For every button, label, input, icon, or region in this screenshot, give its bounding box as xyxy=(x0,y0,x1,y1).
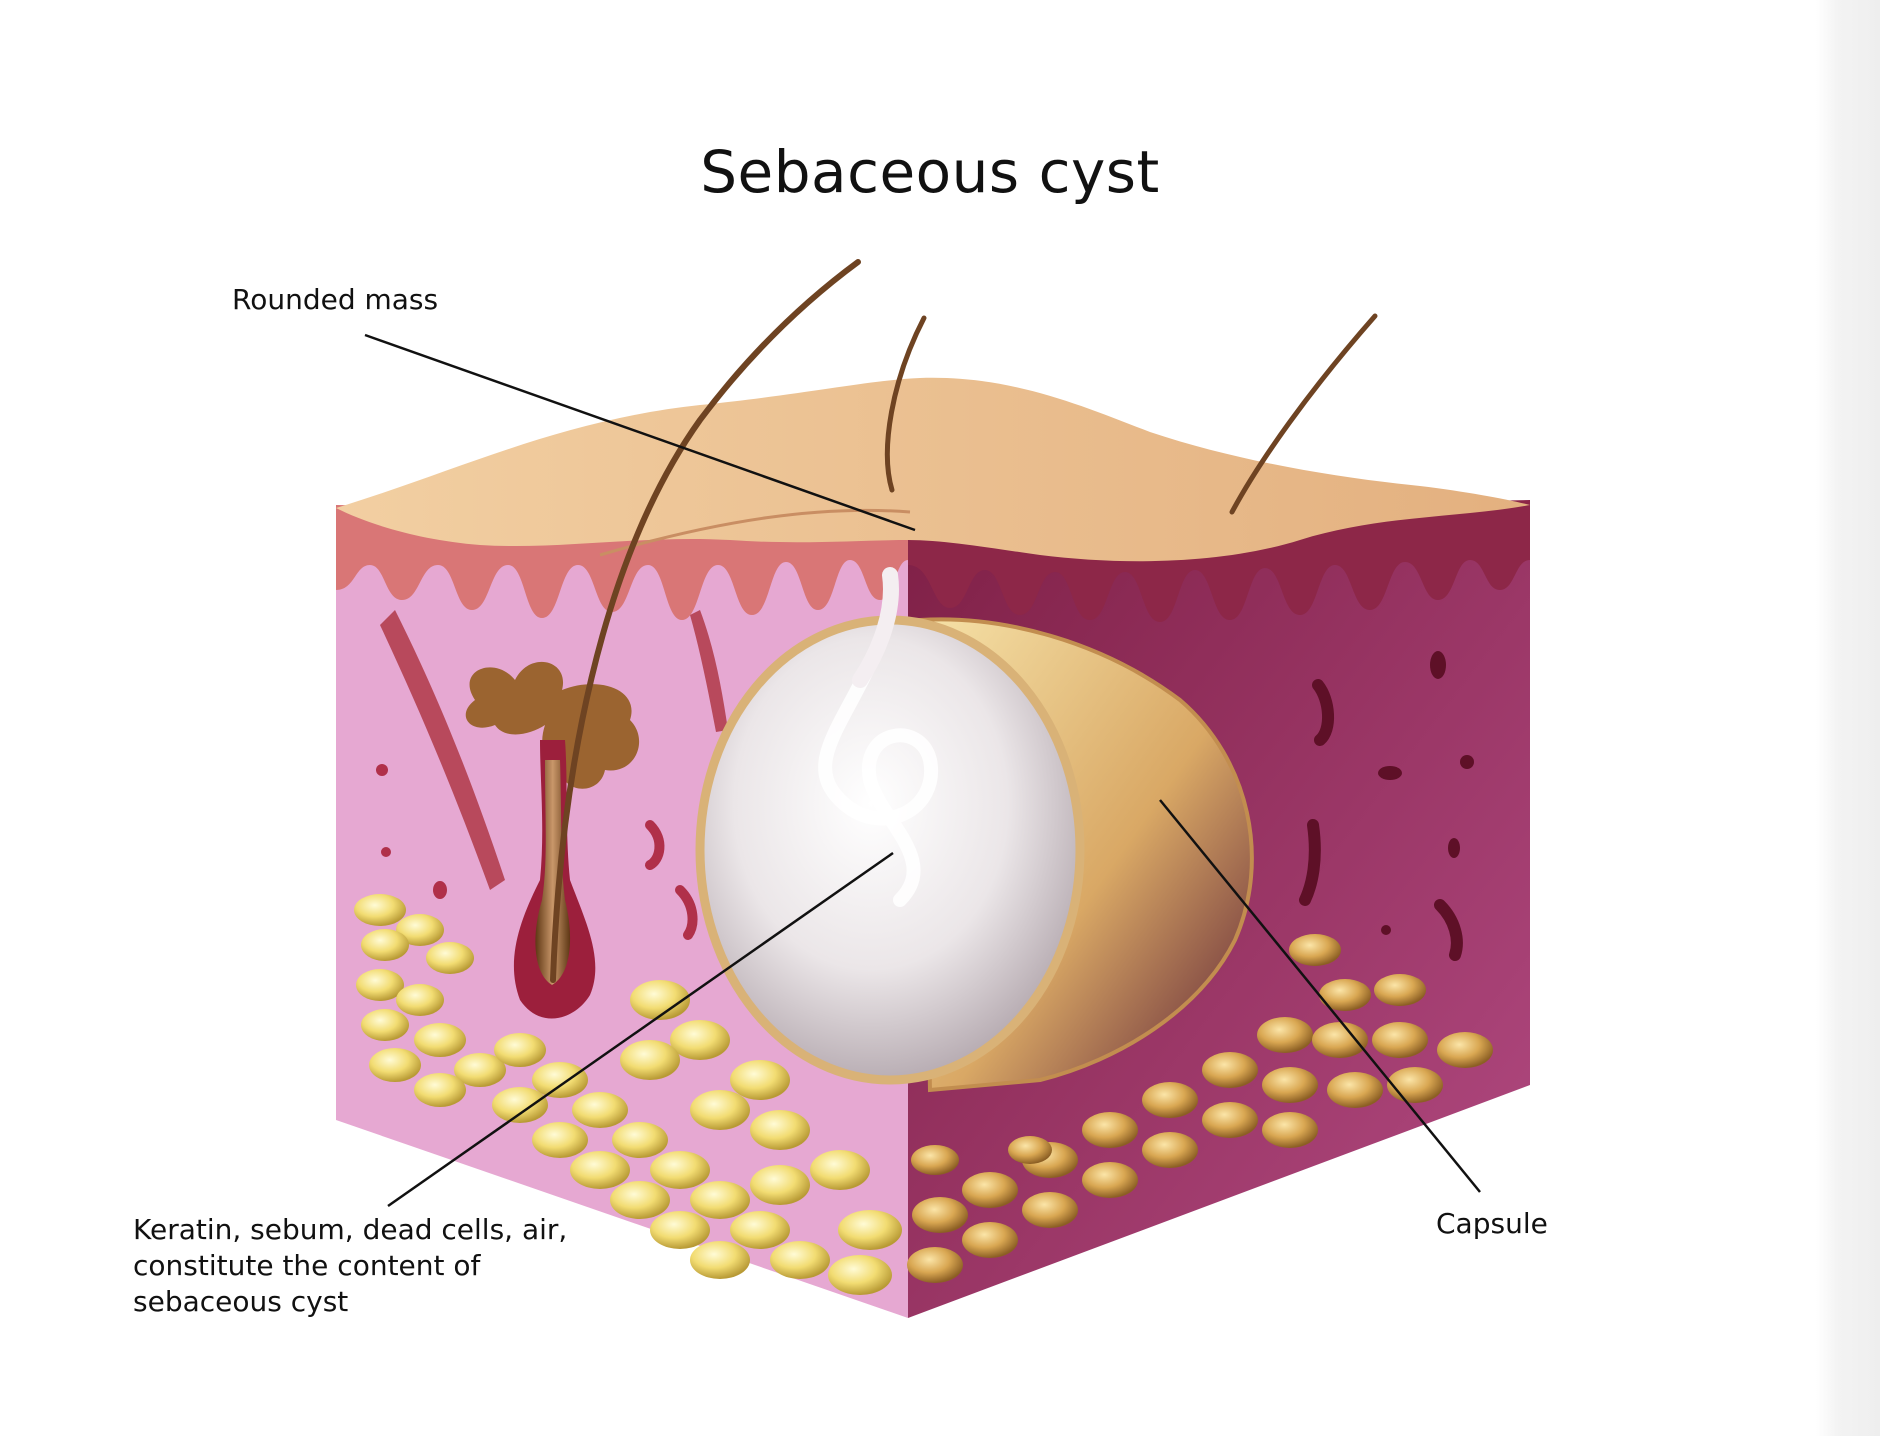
fat-cell xyxy=(670,1020,730,1060)
fat-cell xyxy=(750,1110,810,1150)
fat-cell xyxy=(494,1033,546,1067)
vessel xyxy=(1381,925,1391,935)
fat-cell xyxy=(414,1073,466,1107)
sebaceous-gland xyxy=(465,661,640,789)
fat-cell xyxy=(828,1255,892,1295)
vessel xyxy=(1434,899,1463,961)
vessel xyxy=(433,881,447,899)
cyst-duct xyxy=(852,567,899,688)
fat-cell xyxy=(912,1197,968,1233)
fat-cell xyxy=(369,1048,421,1082)
vessel xyxy=(1460,755,1474,769)
fat-cell xyxy=(690,1241,750,1279)
fat-cell xyxy=(1082,1162,1138,1198)
cyst-content xyxy=(695,615,1085,1085)
fat-cell xyxy=(810,1150,870,1190)
vessel xyxy=(1312,679,1335,746)
vessel xyxy=(1448,838,1460,858)
fat-cell xyxy=(396,984,444,1016)
fat-cell xyxy=(610,1181,670,1219)
fat-cell xyxy=(690,1181,750,1219)
label-cyst-content-line: sebaceous cyst xyxy=(133,1285,349,1318)
fat-cell xyxy=(630,980,690,1020)
leader-content xyxy=(387,851,894,1208)
fat-layer-left xyxy=(354,894,902,1295)
fat-cell xyxy=(730,1211,790,1249)
diagram-title: Sebaceous cyst xyxy=(700,138,1160,206)
hair-long xyxy=(550,259,861,983)
fat-cell xyxy=(690,1090,750,1130)
label-capsule: Capsule xyxy=(1436,1207,1548,1240)
fat-cell xyxy=(1202,1052,1258,1088)
fat-cell xyxy=(570,1151,630,1189)
label-rounded-mass: Rounded mass xyxy=(232,283,439,316)
fat-cell xyxy=(454,1053,506,1087)
fat-cell xyxy=(1202,1102,1258,1138)
vessel xyxy=(1378,766,1402,780)
fat-cell xyxy=(1312,1022,1368,1058)
fat-cell xyxy=(1437,1032,1493,1068)
skin-surface xyxy=(336,377,1530,562)
fat-cell xyxy=(1142,1132,1198,1168)
fat-cell xyxy=(1142,1082,1198,1118)
leader-capsule xyxy=(1159,799,1481,1193)
fat-cell xyxy=(1327,1072,1383,1108)
fat-cell xyxy=(907,1247,963,1283)
fat-cell xyxy=(532,1062,588,1098)
fat-cell xyxy=(1262,1112,1318,1148)
fat-cell xyxy=(1008,1136,1052,1164)
fat-cell xyxy=(620,1040,680,1080)
fat-cell xyxy=(650,1151,710,1189)
vessel xyxy=(381,847,391,857)
label-cyst-content: Keratin, sebum, dead cells, air, constit… xyxy=(133,1212,567,1320)
vessel xyxy=(675,885,698,940)
fat-cell xyxy=(1372,1022,1428,1058)
fat-cell xyxy=(414,1023,466,1057)
label-cyst-content-line: constitute the content of xyxy=(133,1249,481,1282)
vessel xyxy=(1430,651,1446,679)
arrector-muscle-mid xyxy=(690,610,728,732)
fat-cell xyxy=(1257,1017,1313,1053)
vessel xyxy=(376,764,388,776)
fat-cell xyxy=(770,1241,830,1279)
label-cyst-content-line: Keratin, sebum, dead cells, air, xyxy=(133,1213,568,1246)
arrector-muscle-left xyxy=(380,610,505,890)
fat-cell xyxy=(356,969,404,1001)
right-gutter xyxy=(1816,0,1880,1436)
fat-cell xyxy=(1374,974,1426,1006)
fat-cell xyxy=(911,1145,959,1175)
fat-cell xyxy=(730,1060,790,1100)
hair-right xyxy=(1229,313,1378,515)
fat-cell xyxy=(426,942,474,974)
surface-fold xyxy=(599,508,911,557)
fat-cell xyxy=(838,1210,902,1250)
vessel xyxy=(645,820,665,870)
fat-cell xyxy=(572,1092,628,1128)
fat-cell xyxy=(1262,1067,1318,1103)
fat-cell xyxy=(650,1211,710,1249)
leader-rounded-mass xyxy=(364,333,916,532)
fat-cell xyxy=(361,929,409,961)
fat-cell xyxy=(532,1122,588,1158)
fat-cell xyxy=(361,1009,409,1041)
fat-cell xyxy=(354,894,406,926)
hair-middle xyxy=(884,315,927,493)
fat-cell xyxy=(1319,979,1371,1011)
fat-cell xyxy=(1387,1067,1443,1103)
fat-cell xyxy=(612,1122,668,1158)
fat-cell xyxy=(962,1222,1018,1258)
fat-cell xyxy=(396,914,444,946)
fat-cell xyxy=(750,1165,810,1205)
vessel xyxy=(1299,819,1321,906)
fat-cell xyxy=(1289,934,1341,966)
cyst-swirl xyxy=(818,633,939,907)
fat-cell xyxy=(962,1172,1018,1208)
fat-layer-right xyxy=(907,934,1493,1283)
fat-cell xyxy=(1082,1112,1138,1148)
fat-cell xyxy=(1022,1192,1078,1228)
fat-cell xyxy=(492,1087,548,1123)
hair-bulb xyxy=(535,760,571,985)
